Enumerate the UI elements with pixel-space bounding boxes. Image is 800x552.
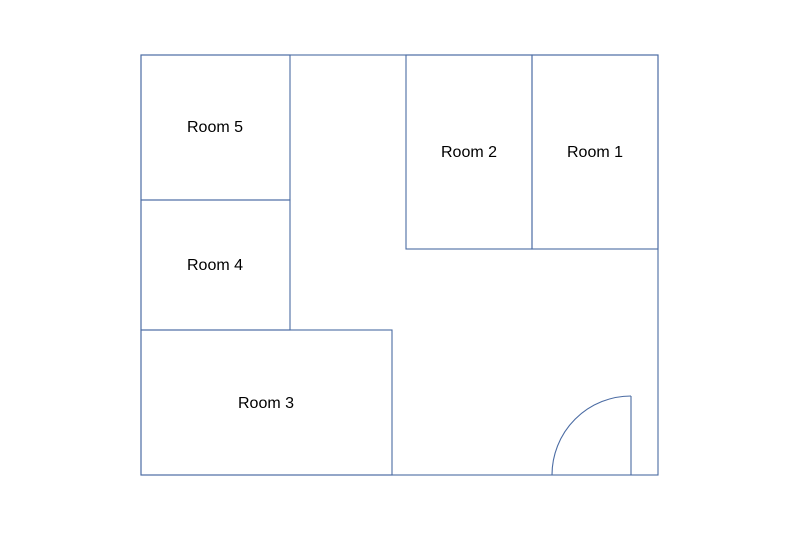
room-4-label: Room 4 bbox=[187, 257, 243, 274]
door-arc bbox=[551, 395, 632, 476]
room-2-label: Room 2 bbox=[441, 144, 497, 161]
room-3-walls bbox=[140, 329, 393, 476]
room-1-walls bbox=[531, 54, 659, 250]
room-2: Room 2 bbox=[405, 54, 533, 250]
room-5-label: Room 5 bbox=[187, 119, 243, 136]
room-1-label: Room 1 bbox=[567, 144, 623, 161]
room-4: Room 4 bbox=[140, 199, 291, 331]
room-5: Room 5 bbox=[140, 54, 291, 201]
room-3: Room 3 bbox=[140, 329, 393, 476]
room-3-label: Room 3 bbox=[238, 395, 294, 412]
room-1: Room 1 bbox=[531, 54, 659, 250]
door-swing-icon bbox=[551, 395, 632, 476]
